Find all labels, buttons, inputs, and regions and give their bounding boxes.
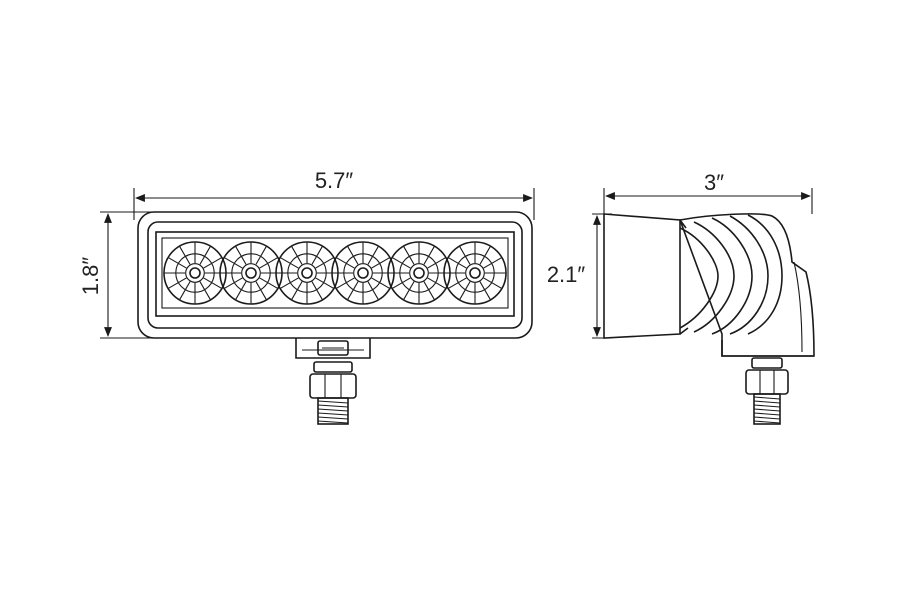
light-housing-bezel xyxy=(147,221,523,329)
side-height-label: 2.1″ xyxy=(547,262,586,287)
side-depth-dimension: 3″ xyxy=(603,170,813,214)
front-height-dimension: 1.8″ xyxy=(78,211,160,339)
side-housing-fins xyxy=(678,213,815,357)
led-reflector xyxy=(331,241,395,305)
led-reflector xyxy=(219,241,283,305)
front-width-dimension: 5.7″ xyxy=(133,168,535,220)
side-bracket xyxy=(721,340,814,357)
led-reflector xyxy=(163,241,227,305)
lens-frame xyxy=(155,231,515,317)
side-depth-label: 3″ xyxy=(704,170,724,195)
front-height-label: 1.8″ xyxy=(78,257,103,296)
side-view: 3″ 2.1″ xyxy=(547,170,815,425)
led-array xyxy=(163,241,507,305)
front-view: 5.7″ 1.8″ xyxy=(78,168,535,425)
front-width-label: 5.7″ xyxy=(315,168,354,193)
light-housing-outer xyxy=(137,211,533,339)
mount-bolt xyxy=(309,361,357,425)
side-lens-face xyxy=(603,213,681,339)
mount-bracket xyxy=(295,338,371,359)
led-reflector xyxy=(387,241,451,305)
side-height-dimension: 2.1″ xyxy=(547,213,612,339)
side-mount-bolt xyxy=(745,357,789,425)
led-reflector xyxy=(275,241,339,305)
lens-window xyxy=(161,237,509,309)
led-reflector xyxy=(443,241,507,305)
